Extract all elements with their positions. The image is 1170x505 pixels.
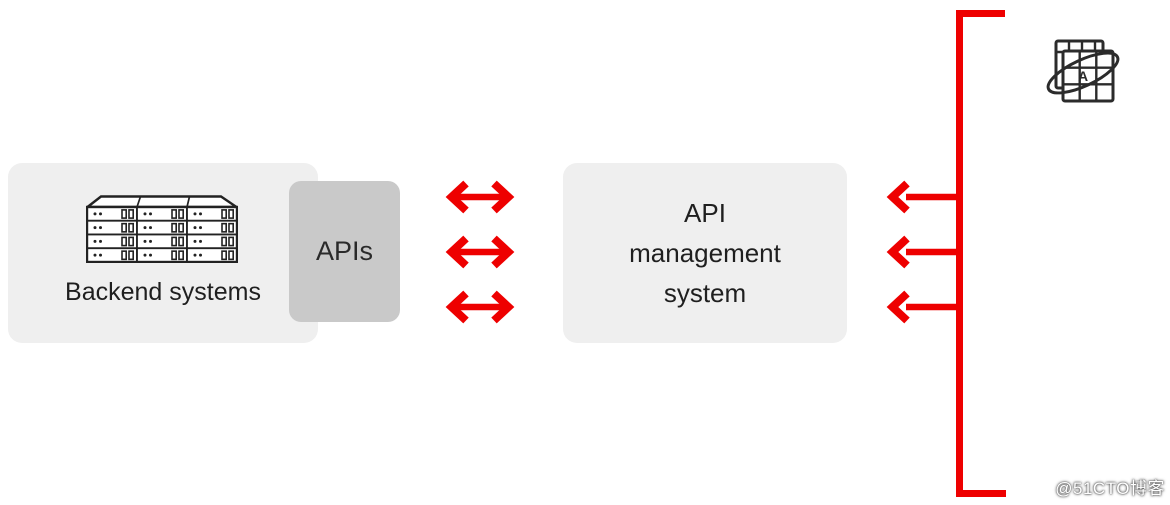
left-arrow bbox=[886, 180, 960, 214]
applications-orbit-icon: A bbox=[1046, 39, 1120, 103]
watermark-text: @51CTO博客 bbox=[1055, 479, 1165, 498]
left-arrow bbox=[886, 235, 960, 269]
left-arrow bbox=[886, 290, 960, 324]
bidirectional-arrow bbox=[445, 290, 515, 324]
server-rack-icon bbox=[86, 195, 238, 263]
api-management-label-line: system bbox=[663, 278, 747, 308]
svg-text:A: A bbox=[1078, 68, 1088, 84]
backend-systems-label: Backend systems bbox=[65, 278, 261, 306]
clients-bracket-bottom bbox=[956, 490, 1006, 497]
clients-bracket-top bbox=[956, 10, 1005, 17]
bidirectional-arrow bbox=[445, 235, 515, 269]
api-management-label-line: management bbox=[629, 238, 781, 268]
apis-box: APIs bbox=[289, 181, 400, 322]
api-management-label-line: API bbox=[684, 198, 726, 228]
bidirectional-arrow bbox=[445, 180, 515, 214]
clients-bracket-line bbox=[956, 10, 963, 497]
api-management-box: API management system bbox=[563, 163, 847, 343]
apis-label: APIs bbox=[315, 236, 374, 266]
backend-systems-box: Backend systems bbox=[8, 163, 318, 343]
